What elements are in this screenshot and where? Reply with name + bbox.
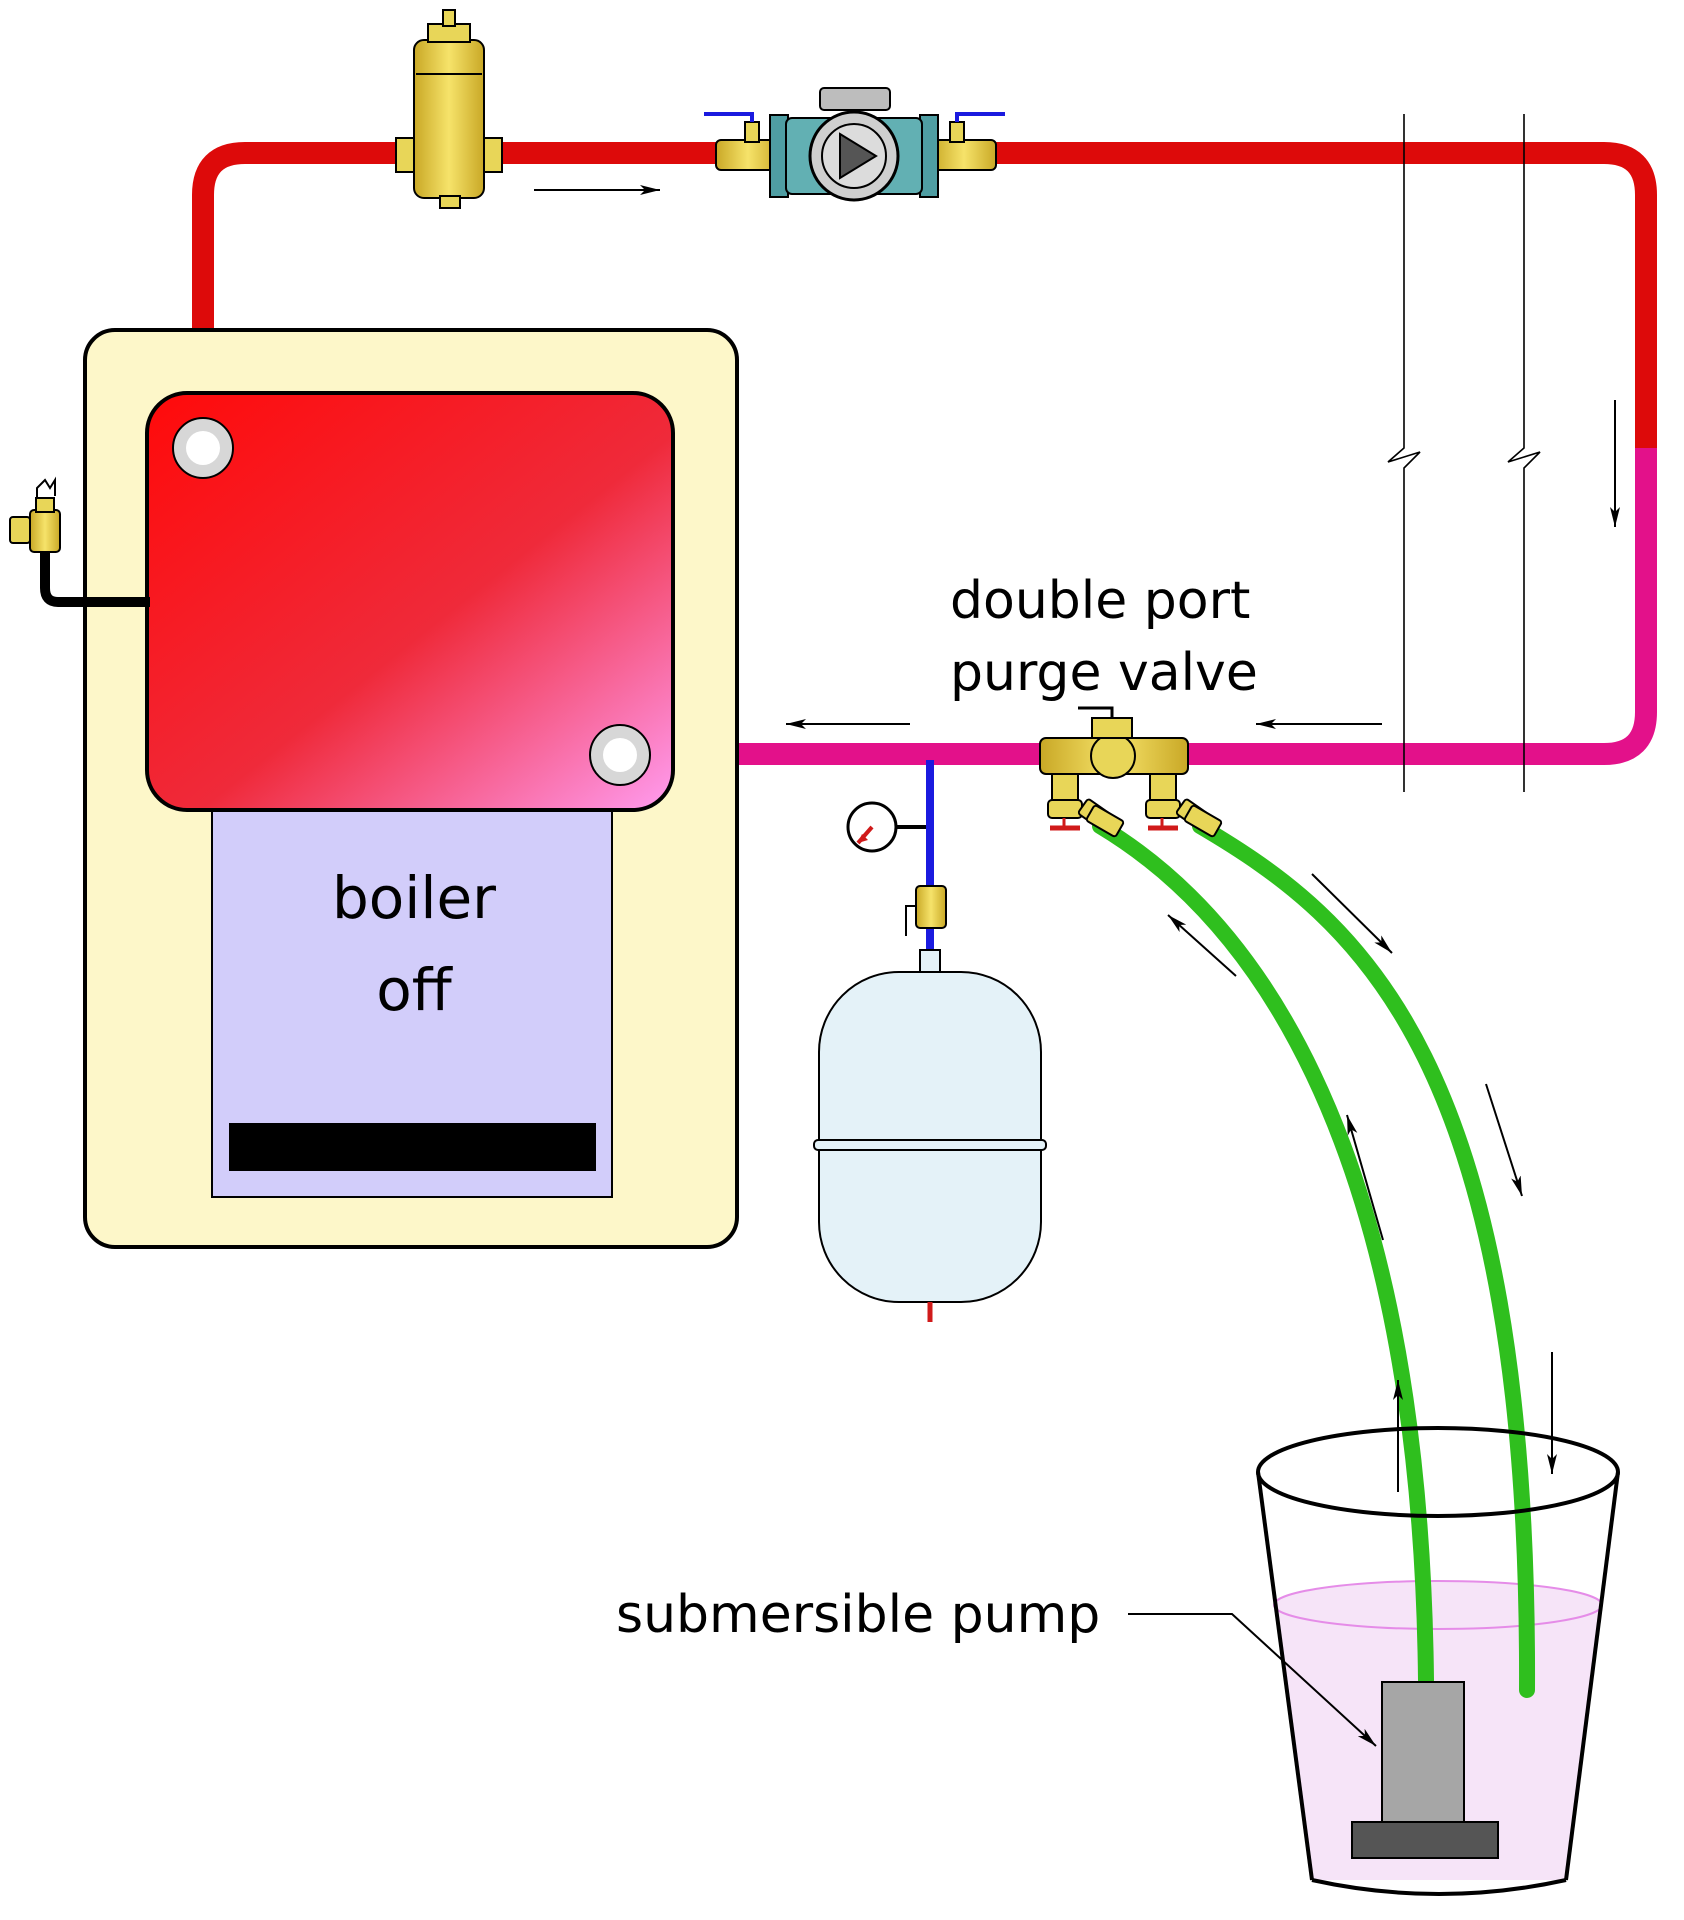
relief-valve-icon bbox=[9, 476, 150, 607]
supply-port-inner bbox=[186, 431, 220, 465]
bucket-outline bbox=[1256, 1426, 1620, 1896]
isolation-valve-icon bbox=[931, 112, 1005, 171]
purge-valve-label-line2: purge valve bbox=[950, 643, 1258, 703]
purge-valve-label-line1: double port bbox=[950, 571, 1250, 631]
flow-arrow bbox=[1311, 873, 1393, 954]
air-separator-icon bbox=[395, 9, 503, 209]
isolation-valve-icon bbox=[905, 885, 947, 936]
flow-arrow bbox=[1346, 1114, 1384, 1241]
boiler: boiler off bbox=[83, 328, 739, 1249]
supply-hose bbox=[1092, 818, 1434, 1688]
flow-arrows bbox=[534, 185, 1620, 1492]
burner-slot bbox=[229, 1123, 596, 1171]
flow-arrow bbox=[1485, 1083, 1523, 1197]
hose-fitting bbox=[1085, 804, 1125, 838]
pump-leader-line bbox=[1128, 1613, 1377, 1747]
return-hose bbox=[1192, 818, 1536, 1698]
boiler-label-line1: boiler bbox=[332, 864, 496, 932]
pressure-gauge-icon bbox=[846, 801, 926, 853]
purge-valve-icon bbox=[1039, 706, 1213, 832]
return-pipe bbox=[620, 448, 1657, 765]
pump-label: submersible pump bbox=[616, 1585, 1100, 1645]
flow-arrow bbox=[1167, 914, 1237, 977]
water-surface bbox=[1273, 1580, 1603, 1630]
circulator-pump-icon bbox=[704, 87, 1005, 202]
expansion-tank-icon bbox=[813, 949, 1047, 1322]
isolation-valve-icon bbox=[704, 112, 781, 171]
return-port-inner bbox=[603, 738, 637, 772]
wall-break-lines bbox=[1387, 114, 1541, 792]
boiler-label-line2: off bbox=[376, 956, 453, 1024]
hose-fitting bbox=[1183, 804, 1223, 838]
submersible-pump-icon bbox=[1351, 1681, 1499, 1859]
